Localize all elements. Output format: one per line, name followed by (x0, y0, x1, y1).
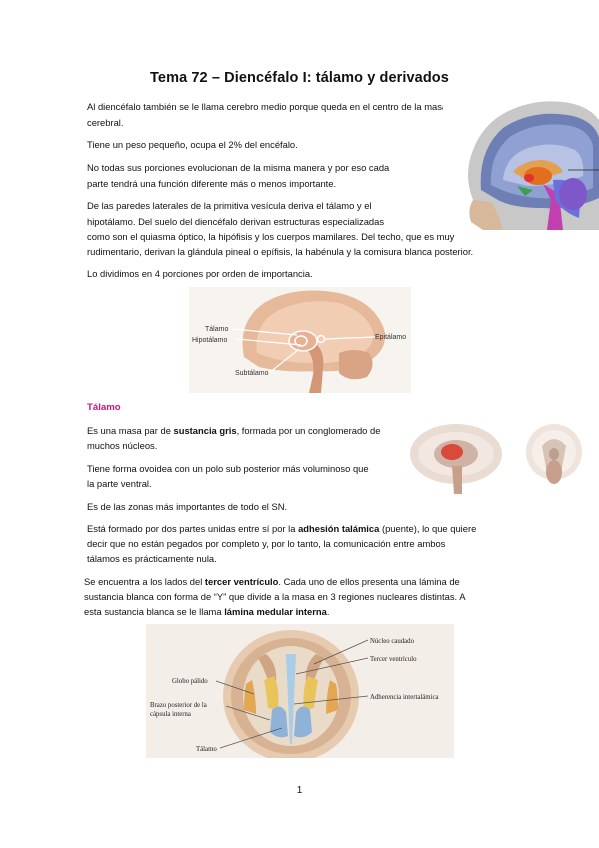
thalamus-paragraph-5-line-3: esta sustancia blanca se le llama lámina… (84, 606, 330, 617)
thalamus-paragraph-4-line-2: decir que no están pegados por completo … (87, 538, 446, 549)
intro-paragraph-4-line-1: De las paredes laterales de la primitiva… (87, 200, 372, 211)
label-tercer-ventriculo: Tercer ventrículo (370, 656, 417, 663)
diencephalon-regions-figure: Tálamo Hipotálamo Subtálamo Epitálamo (189, 287, 411, 393)
section-heading-talamo: Tálamo (87, 402, 121, 413)
axial-section-figure: Núcleo caudado Tercer ventrículo Globo p… (146, 624, 454, 758)
thalamus-paragraph-3: Es de las zonas más importantes de todo … (87, 501, 288, 512)
intro-paragraph-3-line-2: parte tendrá una función diferente más o… (87, 178, 337, 189)
label-hipotalamo: Hipotálamo (192, 337, 228, 344)
label-subtalamo: Subtálamo (235, 370, 269, 377)
page-title: Tema 72 – Diencéfalo I: tálamo y derivad… (150, 70, 449, 86)
thalamus-paragraph-5-line-1: Se encuentra a los lados del tercer vent… (84, 576, 460, 587)
intro-paragraph-2: Tiene un peso pequeño, ocupa el 2% del e… (87, 139, 298, 150)
label-nucleo-caudado: Núcleo caudado (370, 638, 415, 645)
intro-paragraph-4-line-3: como son el quiasma óptico, la hipófisis… (87, 231, 455, 242)
thalamus-brain-views-image (404, 416, 599, 498)
label-globo-palido: Globo pálido (172, 678, 208, 685)
label-brazo-posterior-line-1: Brazo posterior de la (150, 702, 207, 709)
page-number: 1 (296, 785, 303, 796)
intro-paragraph-4-line-2: hipotálamo. Del suelo del diencéfalo der… (87, 216, 385, 227)
thalamus-paragraph-1-line-2: muchos núcleos. (87, 440, 158, 451)
thalamus-paragraph-2-line-2: la parte ventral. (87, 478, 152, 489)
thalamus-paragraph-4-line-1: Está formado por dos partes unidas entre… (87, 523, 477, 534)
thalamus-paragraph-4-line-3: tálamos es prácticamente nula. (87, 553, 217, 564)
sagittal-head-image (443, 90, 599, 230)
label-epitalamo: Epitálamo (375, 334, 406, 341)
thalamus-paragraph-1-line-1: Es una masa par de sustancia gris, forma… (87, 425, 381, 436)
thalamus-paragraph-5-line-2: sustancia blanca con forma de “Y” que di… (84, 591, 466, 602)
label-adherencia-intertalamica: Adherencia intertalámica (370, 694, 439, 701)
label-talamo-section: Tálamo (196, 746, 217, 753)
thalamus-paragraph-2-line-1: Tiene forma ovoidea con un polo sub post… (87, 463, 369, 474)
label-talamo: Tálamo (205, 326, 228, 333)
intro-paragraph-3-line-1: No todas sus porciones evolucionan de la… (87, 162, 390, 173)
intro-paragraph-1: Al diencéfalo también se le llama cerebr… (87, 101, 448, 128)
intro-paragraph-5: Lo dividimos en 4 porciones por orden de… (87, 268, 313, 279)
label-brazo-posterior-line-2: cápsula interna (150, 711, 191, 718)
intro-paragraph-4-line-4: rudimentario, derivan la glándula pineal… (87, 246, 474, 257)
